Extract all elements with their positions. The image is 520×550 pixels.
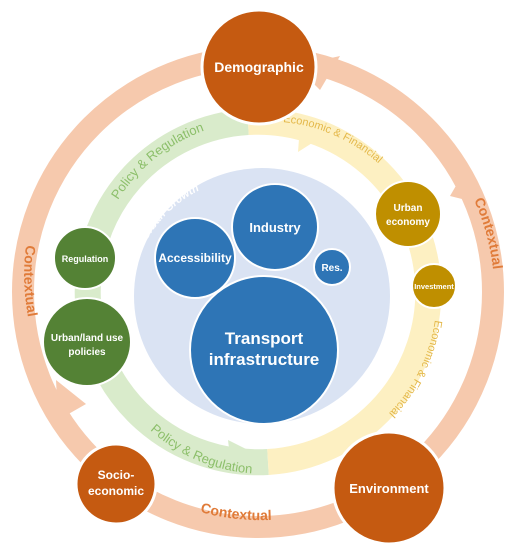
transport-label-line2: infrastructure <box>209 350 320 369</box>
demographic-label: Demographic <box>214 59 304 75</box>
demographic-node: Demographic <box>200 8 318 126</box>
transport-label-line1: Transport <box>225 329 304 348</box>
res-node: Res. <box>313 248 351 286</box>
urban-land-use-label-line1: Urban/land use <box>51 333 124 344</box>
socio-economic-label-line2: economic <box>88 484 144 498</box>
contextual-label-left: Contextual <box>21 245 41 318</box>
urban-growth-core: Urban Growth Transport infrastructure In… <box>134 168 390 425</box>
urban-economy-label-line1: Urban <box>394 203 423 214</box>
environment-node: Environment <box>331 430 447 546</box>
regulation-node: Regulation <box>53 226 117 290</box>
transport-infrastructure-node: Transport infrastructure <box>189 275 339 425</box>
urban-land-use-label-line2: policies <box>68 347 106 358</box>
urban-economy-label-line2: economy <box>386 217 430 228</box>
regulation-label: Regulation <box>62 254 109 264</box>
urban-land-use-policies-node: Urban/land use policies <box>42 297 132 387</box>
industry-node: Industry <box>231 183 319 271</box>
industry-label: Industry <box>249 220 301 235</box>
environment-label: Environment <box>349 481 429 496</box>
investment-label: Investment <box>414 282 454 291</box>
urban-economy-node: Urban economy <box>374 180 442 248</box>
investment-node: Investment <box>411 263 457 309</box>
accessibility-node: Accessibility <box>154 217 236 299</box>
socio-economic-label-line1: Socio- <box>98 468 135 482</box>
socio-economic-node: Socio- economic <box>74 442 158 526</box>
accessibility-label: Accessibility <box>158 251 232 265</box>
res-label: Res. <box>321 263 342 274</box>
